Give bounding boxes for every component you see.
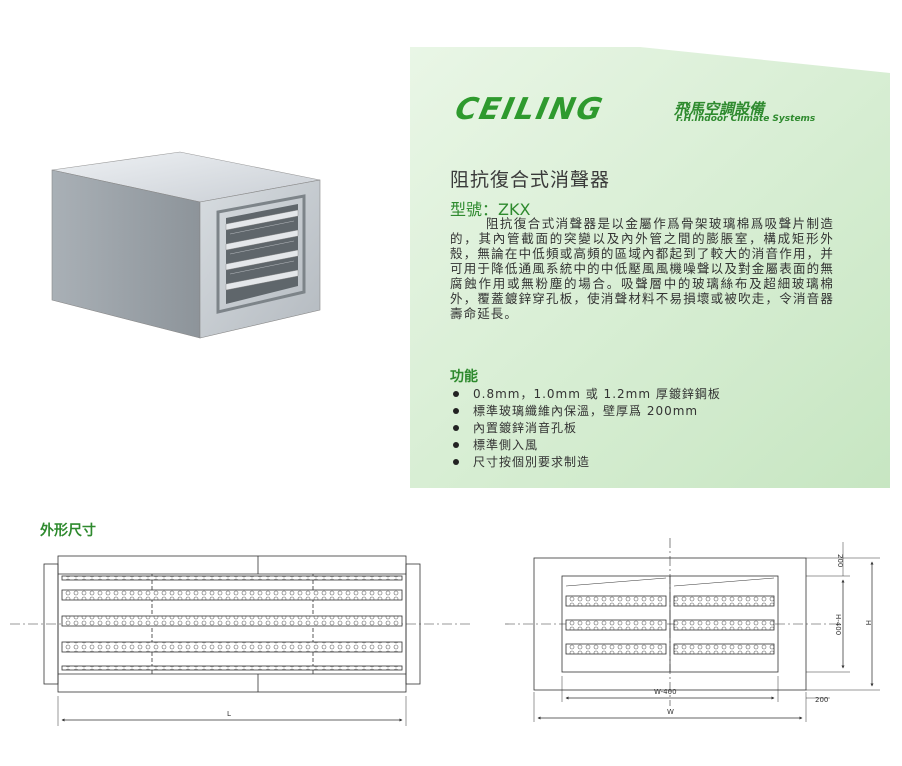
dim-width-inner-label: W-400 <box>654 688 677 696</box>
product-title: 阻抗復合式消聲器 <box>450 169 611 191</box>
end-view-drawing <box>505 538 880 722</box>
list-item: 0.8mm，1.0mm 或 1.2mm 厚鍍鋅鋼板 <box>450 386 721 403</box>
dim-top-label: 200 <box>836 554 844 567</box>
product-model: 型號：ZKX <box>450 200 531 219</box>
list-item: 標準玻璃纖維內保溫，壁厚爲 200mm <box>450 403 721 420</box>
list-item: 標準側入風 <box>450 437 721 454</box>
product-description: 阻抗復合式消聲器是以金屬作爲骨架玻璃棉爲吸聲片制造的，其內管截面的突變以及內外管… <box>450 216 834 321</box>
dim-side-label: 200 <box>815 696 828 704</box>
dim-length-label: L <box>227 710 231 718</box>
functions-title: 功能 <box>450 369 478 385</box>
dim-height-inner-label: H-400 <box>834 614 842 635</box>
bullet-icon <box>453 408 459 414</box>
info-panel <box>410 47 890 488</box>
bullet-icon <box>453 425 459 431</box>
list-item: 尺寸按個別要求制造 <box>450 454 721 471</box>
dim-width-label: W <box>667 708 674 716</box>
list-item: 內置鍍鋅消音孔板 <box>450 420 721 437</box>
bullet-icon <box>453 442 459 448</box>
brand-english-name: F.H.Indoor Climate Systems <box>676 114 816 124</box>
side-view-drawing <box>10 555 470 726</box>
brand-chinese-name: 飛馬空調設備 <box>674 100 765 118</box>
bullet-icon <box>453 391 459 397</box>
brand-logo: CEILING <box>452 92 608 127</box>
feature-list: 0.8mm，1.0mm 或 1.2mm 厚鍍鋅鋼板 標準玻璃纖維內保溫，壁厚爲 … <box>450 386 721 471</box>
bullet-icon <box>453 459 459 465</box>
dimension-drawings: L W-400 W <box>10 538 880 726</box>
product-photo <box>51 151 321 339</box>
dimensions-title: 外形尺寸 <box>40 523 96 539</box>
dim-height-label: H <box>864 620 872 625</box>
